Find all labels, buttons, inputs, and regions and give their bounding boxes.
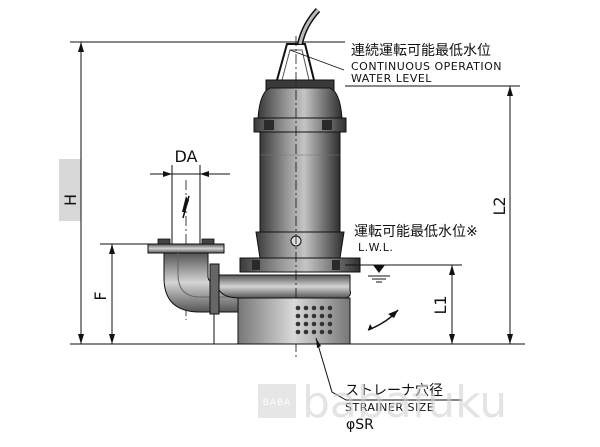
lwl-label: L.W.L.	[358, 241, 393, 254]
l2-label: L2	[490, 196, 509, 215]
watermark-logo	[258, 384, 296, 418]
l2-dimension: L2	[490, 86, 513, 344]
da-dimension: DA	[150, 147, 230, 245]
strainer	[237, 297, 351, 345]
l1-label: L1	[431, 295, 450, 314]
watermark: BABA babafuku	[258, 377, 507, 428]
h-dimension-band	[59, 159, 81, 221]
continuous-level-en-1: CONTINUOUS OPERATION	[351, 60, 502, 73]
f-dimension: F	[91, 243, 158, 344]
pump-body	[218, 7, 361, 360]
h-label: H	[61, 194, 80, 206]
f-label: F	[91, 291, 110, 300]
l1-dimension: L1	[431, 265, 455, 344]
strainer-en: STRAINER SIZE	[345, 401, 434, 414]
h-dimension: H	[61, 42, 84, 344]
da-label: DA	[175, 147, 198, 166]
lwl-water-symbol	[368, 265, 390, 283]
watermark-logo-letters: BABA	[263, 398, 292, 408]
strainer-sr: φSR	[346, 417, 374, 433]
strainer-jp: ストレーナ穴径	[345, 383, 443, 399]
continuous-level-jp: 連続運転可能最低水位	[351, 42, 491, 59]
watermark-text: babafuku	[302, 377, 507, 428]
discharge-elbow	[163, 252, 249, 344]
continuous-level-en-2: WATER LEVEL	[351, 72, 432, 85]
run-level-jp: 運転可能最低水位※	[354, 224, 478, 240]
